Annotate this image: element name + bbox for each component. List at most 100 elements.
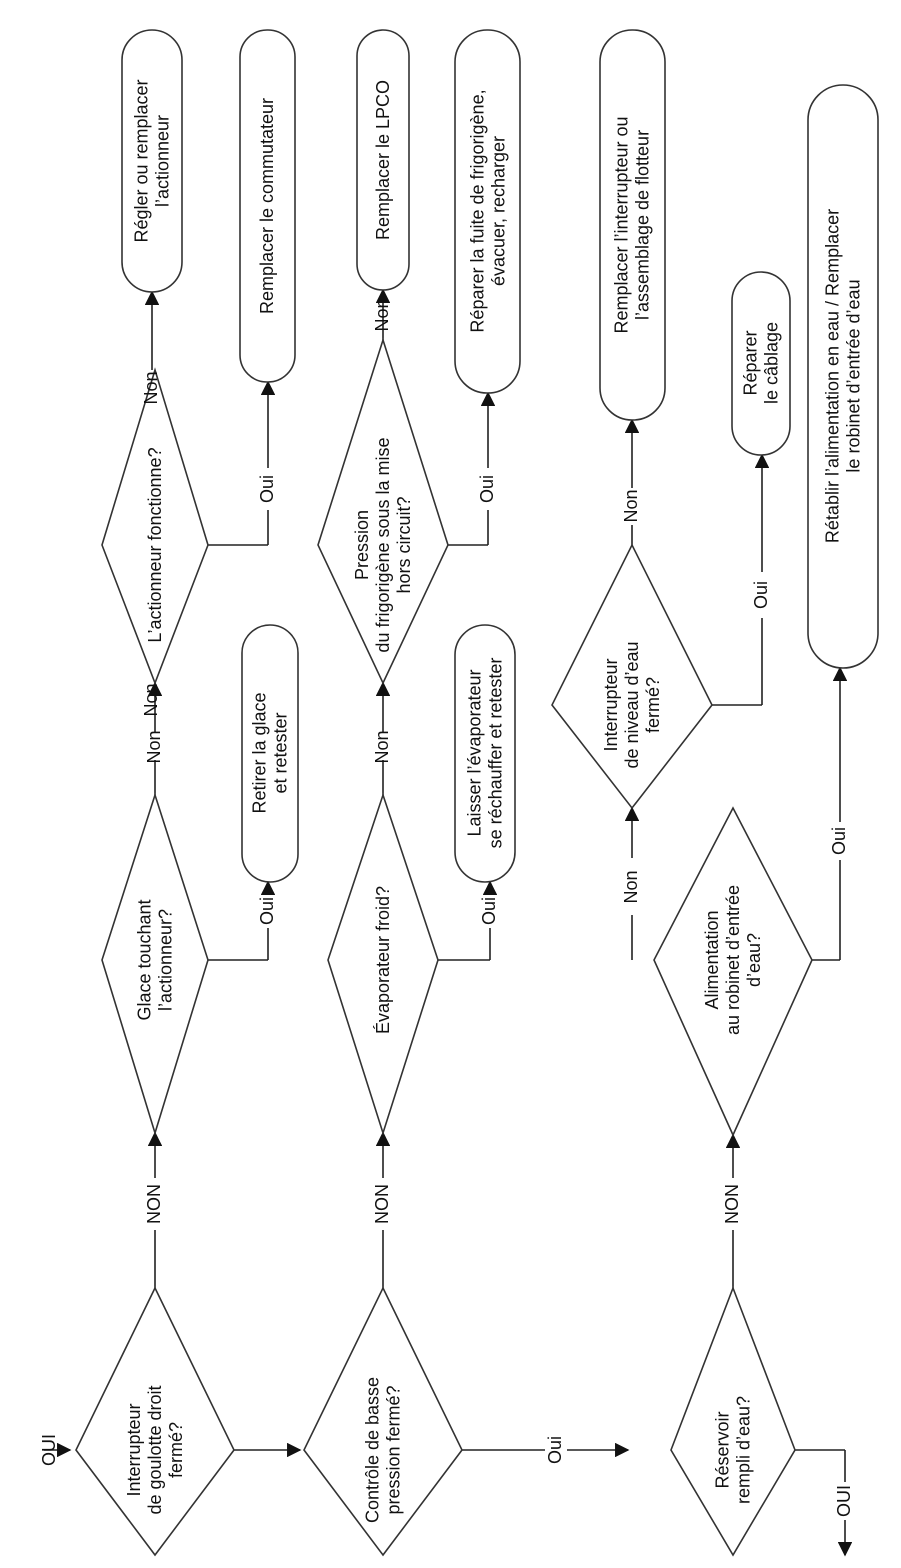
- label-oui-supply: Oui: [829, 827, 849, 855]
- terminal-replace-float-text: Remplacer l’interrupteur oul’assemblage …: [612, 116, 653, 333]
- decision-ice: Glace touchantl’actionneur?: [101, 792, 209, 1136]
- node-text-line: le robinet d’entrée d’eau: [844, 279, 864, 472]
- terminal-replace-float: Remplacer l’interrupteur oul’assemblage …: [599, 29, 666, 421]
- node-text-line: L’actionneur fonctionne?: [145, 447, 165, 642]
- node-text-line: fermé?: [166, 1422, 186, 1478]
- decision-level: Interrupteurde niveau d’eaufermé?: [551, 543, 713, 810]
- node-text-line: de goulotte droit: [145, 1385, 165, 1514]
- terminal-remove-ice-text: Retirer la glaceet retester: [250, 692, 291, 813]
- node-text-line: Remplacer le commutateur: [257, 98, 277, 314]
- node-text-line: d’eau?: [744, 933, 764, 987]
- node-text-line: Rétablir l’alimentation en eau / Remplac…: [823, 209, 843, 543]
- decision-reservoir-text: Réservoirrempli d’eau?: [713, 1396, 754, 1504]
- decision-evap-text: Évaporateur froid?: [373, 886, 393, 1034]
- terminal-shape: [239, 29, 296, 383]
- decision-refpress: Pressiondu frigorigène sous la misehors …: [317, 337, 449, 685]
- terminal-shape: [454, 29, 521, 394]
- node-text-line: l’actionneur?: [156, 909, 176, 1011]
- decision-shape: [101, 792, 209, 1136]
- decision-reservoir: Réservoirrempli d’eau?: [670, 1285, 796, 1557]
- label-non-evap: Non: [372, 730, 392, 763]
- terminal-adjust-actuator-text: Régler ou remplacerl’actionneur: [132, 79, 173, 242]
- node-text-line: et retester: [271, 712, 291, 793]
- node-text-line: pression fermé?: [384, 1385, 404, 1514]
- label-oui-in: OUI: [39, 1434, 59, 1466]
- label-oui-lowpress: Oui: [545, 1436, 565, 1464]
- decision-shape: [101, 367, 209, 686]
- terminal-remove-ice: Retirer la glaceet retester: [241, 624, 299, 883]
- label-non-reservoir: NON: [722, 1184, 742, 1224]
- node-text-line: Retirer la glace: [250, 692, 270, 813]
- terminal-restore-water-text: Rétablir l’alimentation en eau / Remplac…: [823, 209, 864, 543]
- label-non-level: Non: [621, 489, 641, 522]
- terminal-adjust-actuator: Régler ou remplacerl’actionneur: [121, 29, 183, 293]
- label-non-supply: Non: [621, 870, 641, 903]
- node-text-line: Laisser l’évaporateur: [465, 669, 485, 836]
- node-text-line: Réparer la fuite de frigorigène,: [468, 89, 488, 332]
- terminal-shape: [241, 624, 299, 883]
- decision-refpress-text: Pressiondu frigorigène sous la misehors …: [352, 437, 414, 652]
- terminal-shape: [807, 84, 879, 669]
- node-text-line: hors circuit?: [394, 496, 414, 593]
- terminal-repair-leak-text: Réparer la fuite de frigorigène,évacuer,…: [468, 89, 509, 332]
- terminal-restore-water: Rétablir l’alimentation en eau / Remplac…: [807, 84, 879, 669]
- node-text-line: fermé?: [643, 677, 663, 733]
- terminal-shape: [599, 29, 666, 421]
- node-text-line: Réparer: [741, 330, 761, 395]
- decision-chute: Interrupteurde goulotte droitfermé?: [75, 1286, 235, 1557]
- node-text-line: Pression: [352, 510, 372, 580]
- node-text-line: l’assemblage de flotteur: [633, 130, 653, 320]
- decision-level-text: Interrupteurde niveau d’eaufermé?: [601, 641, 663, 768]
- node-text-line: évacuer, recharger: [489, 136, 509, 286]
- label-oui-level: Oui: [751, 581, 771, 609]
- decision-shape: [327, 792, 439, 1136]
- node-text-line: Glace touchant: [135, 899, 155, 1020]
- terminal-shape: [121, 29, 183, 293]
- decision-shape: [653, 806, 813, 1137]
- node-text-line: l’actionneur: [153, 115, 173, 207]
- node-text-line: Contrôle de basse: [363, 1377, 383, 1523]
- label-oui-evap: Oui: [479, 897, 499, 925]
- label-oui-out: OUI: [834, 1485, 854, 1517]
- terminal-replace-lpco: Remplacer le LPCO: [356, 29, 410, 291]
- decision-shape: [317, 337, 449, 685]
- terminal-shape: [731, 271, 791, 456]
- label-non-chute: NON: [144, 1184, 164, 1224]
- decision-shape: [670, 1285, 796, 1557]
- label-non-actuator: Non: [141, 371, 161, 404]
- label-oui-actuator: Oui: [257, 475, 277, 503]
- decision-ice-text: Glace touchantl’actionneur?: [135, 899, 176, 1020]
- label-non-actuator-in: Non: [141, 683, 161, 716]
- terminal-repair-wiring: Réparerle câblage: [731, 271, 791, 456]
- node-text-line: Évaporateur froid?: [373, 886, 393, 1034]
- node-text-line: de niveau d’eau: [622, 641, 642, 768]
- decision-evap: Évaporateur froid?: [327, 792, 439, 1136]
- decision-shape: [303, 1286, 463, 1557]
- node-text-line: rempli d’eau?: [734, 1396, 754, 1504]
- node-text-line: le câblage: [762, 322, 782, 404]
- decision-supply: Alimentationau robinet d’entréed’eau?: [653, 806, 813, 1137]
- node-text-line: Interrupteur: [601, 658, 621, 751]
- node-text-line: Alimentation: [702, 910, 722, 1009]
- terminal-shape: [454, 624, 516, 883]
- terminal-repair-leak: Réparer la fuite de frigorigène,évacuer,…: [454, 29, 521, 394]
- decision-shape: [551, 543, 713, 810]
- label-non-refpress: Non: [372, 298, 392, 331]
- node-text-line: Remplacer le LPCO: [373, 80, 393, 240]
- connectors: [44, 288, 853, 1557]
- decision-supply-text: Alimentationau robinet d’entréed’eau?: [702, 885, 764, 1035]
- terminal-replace-switch: Remplacer le commutateur: [239, 29, 296, 383]
- decision-actuator: L’actionneur fonctionne?: [101, 367, 209, 686]
- decision-lowpress-text: Contrôle de bassepression fermé?: [363, 1377, 404, 1523]
- decision-chute-text: Interrupteurde goulotte droitfermé?: [124, 1385, 186, 1514]
- label-non-lowpress: NON: [372, 1184, 392, 1224]
- node-text-line: Régler ou remplacer: [132, 79, 152, 242]
- label-non-ice: Non: [144, 730, 164, 763]
- node-text-line: Réservoir: [713, 1411, 733, 1488]
- terminal-warm-evap: Laisser l’évaporateurse réchauffer et re…: [454, 624, 516, 883]
- node-text-line: au robinet d’entrée: [723, 885, 743, 1035]
- decision-lowpress: Contrôle de bassepression fermé?: [303, 1286, 463, 1557]
- terminal-replace-lpco-text: Remplacer le LPCO: [373, 80, 393, 240]
- decision-actuator-text: L’actionneur fonctionne?: [145, 447, 165, 642]
